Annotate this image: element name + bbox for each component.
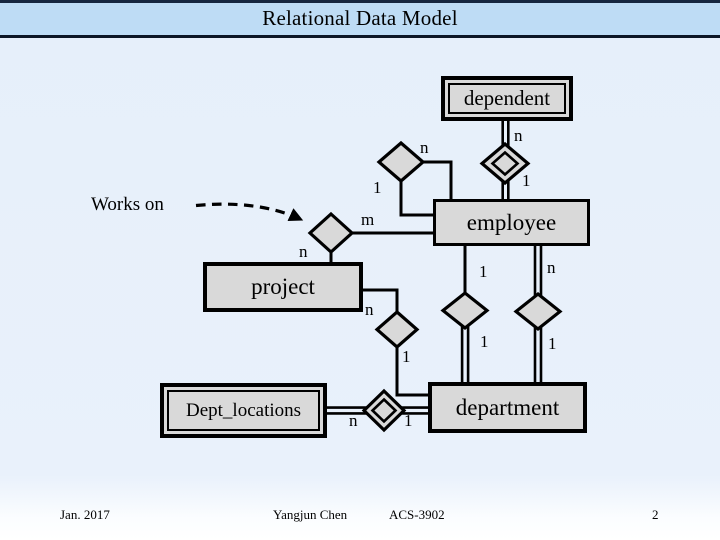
cardinality-works-for-1: 1: [548, 334, 557, 353]
supervision-line-1: [399, 180, 435, 217]
footer-page-number: 2: [652, 507, 659, 522]
cardinality-dependents-of-1: 1: [522, 171, 531, 190]
slide-title-bar: Relational Data Model: [0, 2, 720, 35]
dept-locations-right-double-line: [401, 406, 430, 415]
footer-course-code: ACS-3902: [389, 507, 445, 522]
cardinality-dependents-of-n: n: [514, 126, 523, 145]
dependents-of-dependent-double-line: [501, 120, 510, 147]
works-on-annotation-arrow: [195, 202, 304, 221]
entity-dependent-label: dependent: [448, 83, 566, 114]
controls-department-line: [395, 345, 430, 397]
cardinality-manages-1-employee: 1: [479, 262, 488, 281]
dependents-of-employee-double-line: [501, 180, 510, 200]
supervision-line-n: [423, 160, 453, 201]
controls-project-line: [360, 288, 399, 314]
entity-project: project: [203, 262, 363, 312]
entity-department: department: [428, 382, 587, 433]
cardinality-controls-n: n: [365, 300, 374, 319]
cardinality-works-for-n: n: [547, 258, 556, 277]
dept-locations-diamond-inner: [370, 397, 398, 424]
cardinality-works-on-m: m: [361, 210, 375, 229]
works-on-diamond: [307, 211, 355, 255]
cardinality-dept-locations-n: n: [349, 411, 358, 430]
entity-dept-locations: Dept_locations: [160, 383, 327, 438]
works-for-employee-double-line: [533, 245, 543, 297]
manages-diamond: [440, 290, 490, 331]
controls-diamond: [374, 309, 420, 350]
dependents-of-diamond-inner: [490, 150, 520, 177]
top-border-rule: [0, 0, 720, 3]
footer-date: Jan. 2017: [60, 507, 110, 522]
manages-department-double-line: [460, 325, 470, 384]
cardinality-controls-1: 1: [402, 347, 411, 366]
cardinality-works-on-n: n: [299, 242, 308, 261]
footer-author: Yangjun Chen: [273, 507, 348, 522]
cardinality-supervision-1: 1: [373, 178, 382, 197]
works-for-diamond: [513, 291, 563, 332]
cardinality-supervision-n: n: [420, 138, 429, 157]
entity-employee: employee: [433, 199, 590, 246]
entity-dept-locations-label: Dept_locations: [167, 390, 320, 431]
works-for-department-double-line: [533, 326, 543, 384]
dept-locations-left-double-line: [325, 406, 367, 415]
works-on-annotation-label: Works on: [91, 194, 164, 215]
cardinality-dept-locations-1: 1: [404, 411, 413, 430]
title-divider-rule: [0, 35, 720, 38]
supervision-diamond: [376, 140, 426, 184]
entity-dependent: dependent: [441, 76, 573, 121]
slide-footer: Jan. 2017 Yangjun Chen ACS-3902 2: [0, 507, 720, 527]
cardinality-manages-1-department: 1: [480, 332, 489, 351]
slide-title: Relational Data Model: [262, 6, 458, 31]
